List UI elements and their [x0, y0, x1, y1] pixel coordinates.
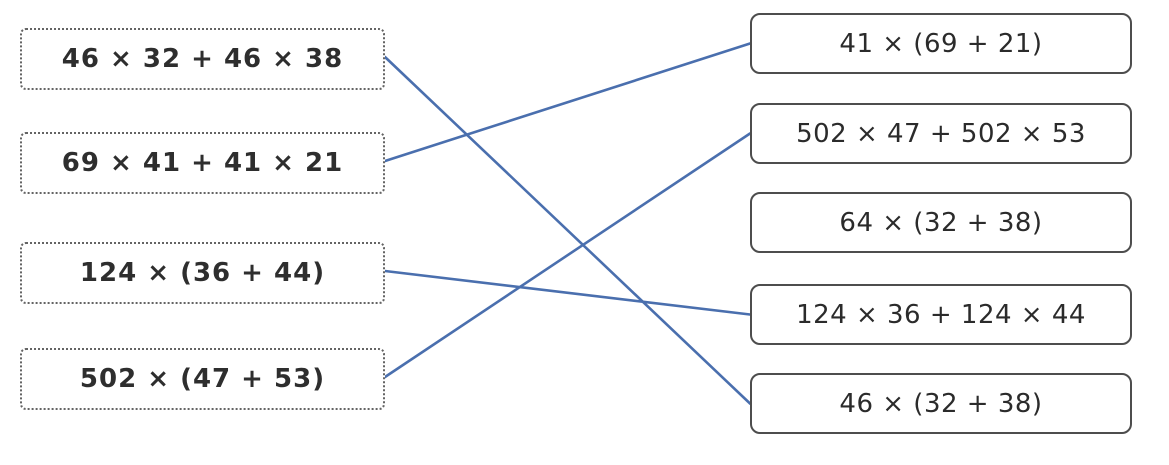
right-box-1[interactable]: 502 × 47 + 502 × 53: [750, 103, 1132, 164]
left-expression: 69 × 41 + 41 × 21: [61, 148, 344, 178]
connector-line: [383, 55, 752, 405]
right-box-0[interactable]: 41 × (69 + 21): [750, 13, 1132, 74]
left-box-1[interactable]: 69 × 41 + 41 × 21: [20, 132, 385, 194]
connector-line: [383, 269, 752, 316]
right-expression: 46 × (32 + 38): [839, 388, 1043, 419]
right-expression: 64 × (32 + 38): [839, 207, 1043, 238]
connector-line: [383, 42, 752, 163]
left-box-0[interactable]: 46 × 32 + 46 × 38: [20, 28, 385, 90]
connector-line: [383, 132, 752, 379]
right-box-2[interactable]: 64 × (32 + 38): [750, 192, 1132, 253]
right-expression: 124 × 36 + 124 × 44: [796, 299, 1086, 330]
right-box-3[interactable]: 124 × 36 + 124 × 44: [750, 284, 1132, 345]
right-box-4[interactable]: 46 × (32 + 38): [750, 373, 1132, 434]
left-expression: 502 × (47 + 53): [79, 364, 326, 394]
left-box-2[interactable]: 124 × (36 + 44): [20, 242, 385, 304]
right-expression: 41 × (69 + 21): [839, 28, 1043, 59]
left-box-3[interactable]: 502 × (47 + 53): [20, 348, 385, 410]
left-expression: 46 × 32 + 46 × 38: [61, 44, 344, 74]
left-expression: 124 × (36 + 44): [79, 258, 326, 288]
right-expression: 502 × 47 + 502 × 53: [796, 118, 1086, 149]
